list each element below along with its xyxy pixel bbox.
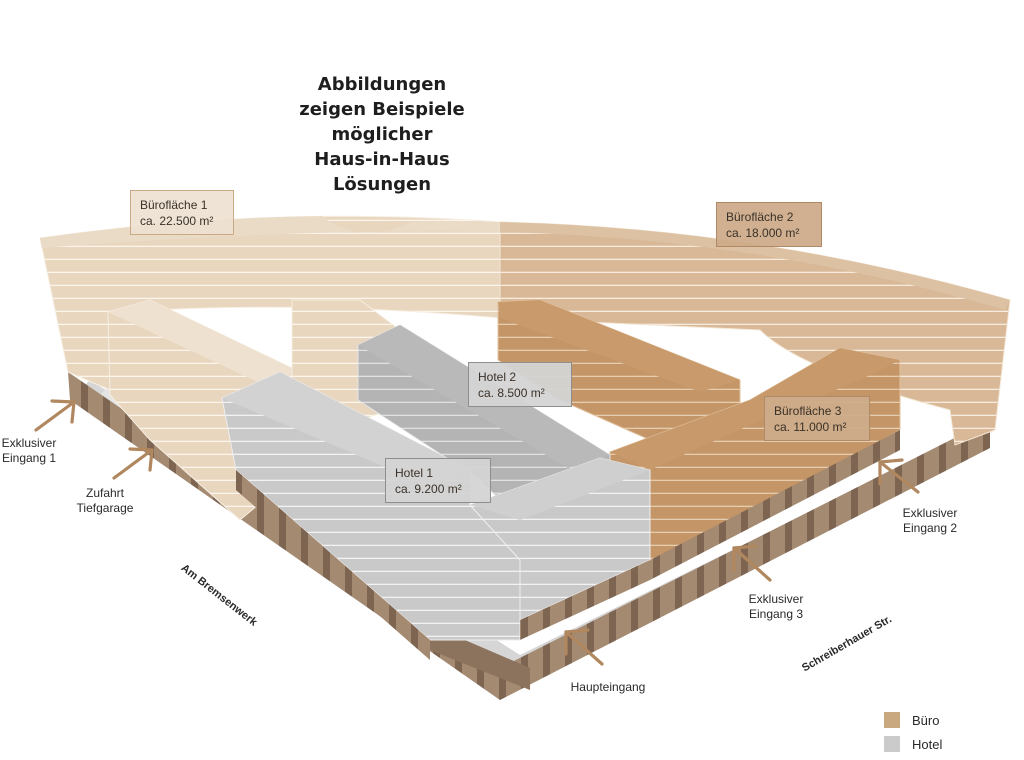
- buero2-arc-roof: [500, 222, 1010, 310]
- label-buerofläche-1: Bürofläche 1 ca. 22.500 m²: [130, 190, 234, 235]
- callout-line: Eingang 1: [1, 451, 57, 465]
- callout-exklusiv-eingang-3: Exklusiver Eingang 3: [738, 592, 814, 622]
- callout-line: Exklusiver: [748, 592, 804, 606]
- plinth-south: [500, 420, 990, 700]
- zone-name: Bürofläche 1: [140, 198, 208, 212]
- arrow-zufahrt-tiefgarage: [112, 447, 154, 480]
- buero3-plinth: [650, 430, 900, 580]
- zone-name: Hotel 2: [478, 370, 517, 384]
- zone-area: ca. 11.000 m²: [774, 420, 847, 434]
- headline-line: zeigen Beispiele: [299, 99, 465, 120]
- legend-swatch-buero: [884, 712, 900, 728]
- zone-name: Bürofläche 3: [774, 404, 842, 418]
- buero2-inner-wing-roof: [498, 300, 740, 392]
- legend: Büro Hotel: [884, 708, 942, 756]
- headline-line: Lösungen: [332, 174, 432, 195]
- legend-label: Büro: [912, 712, 940, 728]
- zone-area: ca. 22.500 m²: [140, 214, 214, 228]
- hotel1-east-wing-roof: [470, 458, 650, 520]
- callout-line: Exklusiver: [902, 506, 958, 520]
- callout-haupteingang: Haupteingang: [560, 680, 656, 695]
- callout-line: Zufahrt: [85, 486, 124, 500]
- zone-area: ca. 9.200 m²: [395, 482, 462, 496]
- headline-line: Haus-in-Haus: [314, 149, 450, 170]
- label-hotel-2: Hotel 2 ca. 8.500 m²: [468, 362, 572, 407]
- label-buerofläche-3: Bürofläche 3 ca. 11.000 m²: [764, 396, 870, 441]
- callout-line: Exklusiver: [1, 436, 57, 450]
- zone-name: Hotel 1: [395, 466, 434, 480]
- label-hotel-1: Hotel 1 ca. 9.200 m²: [385, 458, 491, 503]
- buero1-inner-wing-roof: [108, 300, 300, 384]
- legend-item-hotel: Hotel: [884, 732, 942, 756]
- diagram-headline: Abbildungen zeigen Beispiele möglicher H…: [262, 72, 502, 197]
- callout-zufahrt-tiefgarage: Zufahrt Tiefgarage: [70, 486, 140, 516]
- legend-swatch-hotel: [884, 736, 900, 752]
- arrow-exklusiv-eingang-2: [878, 458, 920, 494]
- headline-line: möglicher: [331, 124, 433, 145]
- legend-label: Hotel: [912, 736, 943, 752]
- hotel1-east-plinth: [520, 560, 650, 640]
- arrow-exklusiv-eingang-3: [732, 544, 772, 582]
- zone-area: ca. 18.000 m²: [726, 226, 800, 240]
- plinth-west-dark: [430, 625, 530, 690]
- label-buerofläche-2: Bürofläche 2 ca. 18.000 m²: [716, 202, 822, 247]
- callout-exklusiv-eingang-1: Exklusiver Eingang 1: [0, 436, 58, 466]
- legend-item-buero: Büro: [884, 708, 942, 732]
- callout-exklusiv-eingang-2: Exklusiver Eingang 2: [890, 506, 970, 536]
- zone-area: ca. 8.500 m²: [478, 386, 545, 400]
- callout-line: Eingang 3: [748, 607, 804, 621]
- headline-line: Abbildungen: [317, 74, 447, 95]
- buero1-arc-roof: [40, 216, 500, 248]
- zone-name: Bürofläche 2: [726, 210, 794, 224]
- callout-line: Eingang 2: [902, 521, 958, 535]
- arrow-exklusiv-eingang-1: [34, 399, 76, 432]
- hotel1-plinth: [236, 470, 430, 660]
- buero3-roof: [610, 348, 900, 470]
- callout-line: Haupteingang: [570, 680, 646, 694]
- callout-line: Tiefgarage: [76, 501, 134, 515]
- arrow-haupteingang: [564, 628, 604, 666]
- hotel1-roof: [222, 372, 470, 486]
